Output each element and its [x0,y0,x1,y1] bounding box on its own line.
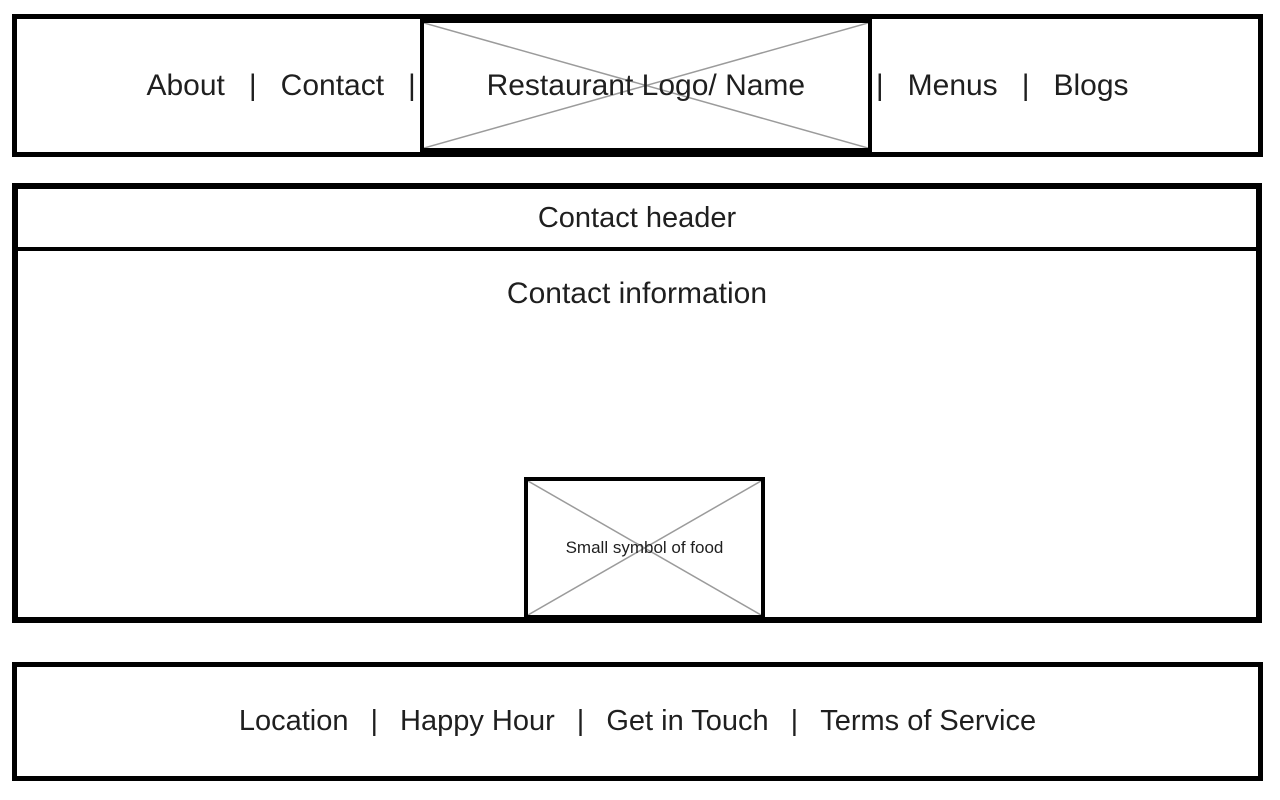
restaurant-logo-placeholder[interactable]: Restaurant Logo/ Name [419,19,872,152]
contact-body: Contact information Small symbol of food [18,251,1256,619]
nav-link-blogs[interactable]: Blogs [1053,68,1129,102]
footer-separator: | [790,705,799,737]
nav-separator: | [875,68,884,102]
contact-section: Contact header Contact information Small… [12,183,1262,623]
logo-placeholder-label: Restaurant Logo/ Name [486,68,806,102]
footer-link-happy-hour[interactable]: Happy Hour [400,705,555,737]
image-placeholder-cross-icon [424,23,868,148]
footer-bar: Location | Happy Hour | Get in Touch | T… [12,662,1263,781]
food-symbol-placeholder: Small symbol of food [524,477,765,619]
nav-separator: | [408,68,416,102]
footer-separator: | [370,705,379,737]
nav-link-menus[interactable]: Menus [907,68,998,102]
footer-link-get-in-touch[interactable]: Get in Touch [606,705,769,737]
footer-link-terms-of-service[interactable]: Terms of Service [820,705,1037,737]
contact-header-title: Contact header [537,201,737,234]
contact-information-title: Contact information [506,277,768,310]
image-placeholder-cross-icon [528,481,761,615]
food-placeholder-label: Small symbol of food [565,538,724,557]
footer-separator: | [576,705,585,737]
nav-link-about[interactable]: About [146,68,225,102]
top-nav-bar: About | Contact | Restaurant Logo/ Name … [12,14,1263,157]
footer-link-location[interactable]: Location [238,705,349,737]
nav-link-contact[interactable]: Contact [280,68,385,102]
nav-separator: | [1021,68,1030,102]
contact-header-row: Contact header [18,189,1256,251]
nav-separator: | [248,68,257,102]
